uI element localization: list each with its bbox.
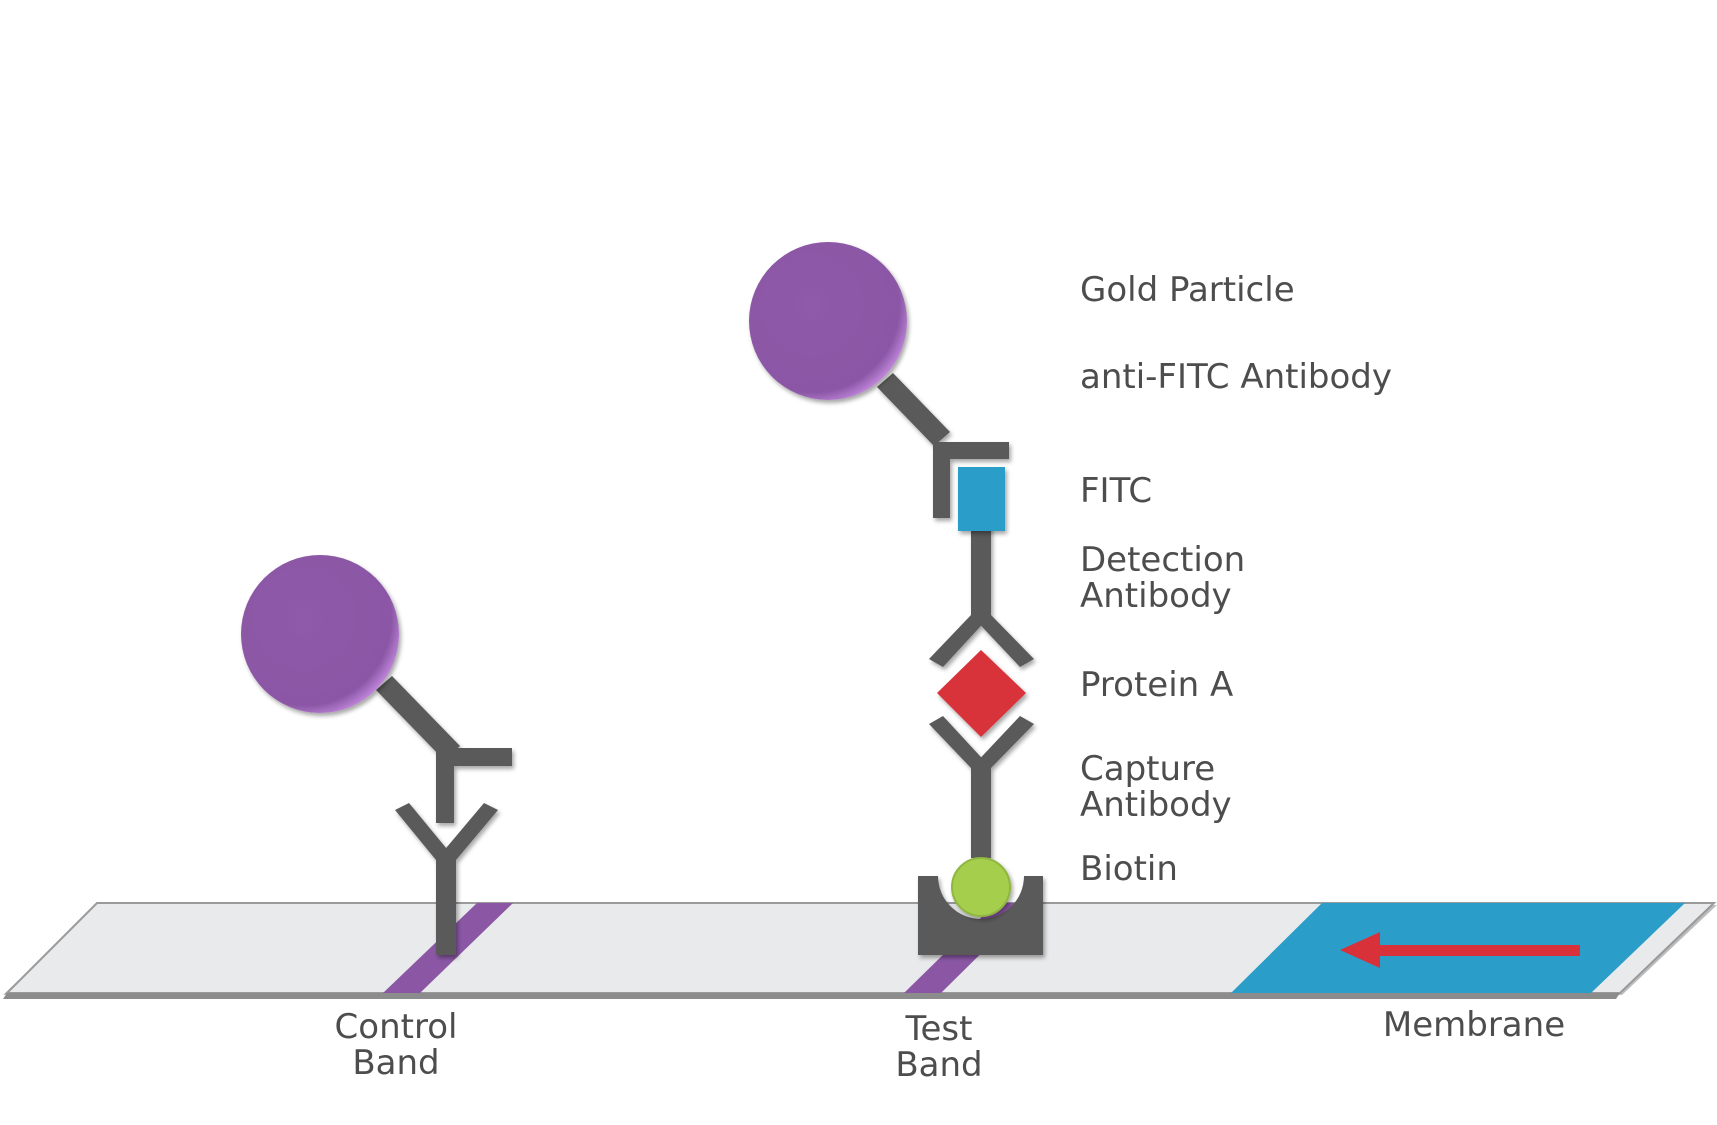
test-band-label: Test Band: [895, 1009, 983, 1085]
control-band-label: Control Band: [334, 1007, 458, 1083]
test-band-label-line2: Band: [895, 1044, 983, 1085]
biotin-icon: [951, 857, 1011, 917]
detection-antibody-label-line2: Antibody: [1080, 575, 1232, 616]
control-gold-particle: [241, 555, 399, 713]
protein-a-icon: [937, 650, 1026, 737]
capture-antibody: [929, 716, 1034, 858]
membrane-label: Membrane: [1382, 1005, 1566, 1045]
test-gold-particle: [749, 242, 907, 400]
detection-antibody: [929, 525, 1034, 667]
capture-antibody-label-line1: Capture: [1080, 749, 1216, 789]
flow-arrow-icon: [1340, 932, 1580, 968]
control-capture-antibody: [395, 803, 498, 955]
test-gold-conjugate: [749, 242, 1009, 518]
fitc-icon: [958, 467, 1005, 531]
test-band-label-line1: Test: [905, 1009, 973, 1049]
streptavidin-cup: [918, 876, 1043, 955]
control-band-label-line1: Control: [334, 1007, 458, 1047]
control-band-label-line2: Band: [352, 1042, 440, 1083]
control-gold-conjugate: [241, 555, 512, 823]
biotin-label: Biotin: [1080, 849, 1178, 889]
detection-antibody-label: Detection Antibody: [1080, 540, 1246, 616]
anti-fitc-antibody-label: anti-FITC Antibody: [1080, 357, 1393, 397]
detection-antibody-label-line1: Detection: [1080, 540, 1246, 580]
fitc-label: FITC: [1080, 471, 1153, 511]
capture-antibody-label: Capture Antibody: [1080, 749, 1232, 825]
capture-antibody-label-line2: Antibody: [1080, 784, 1232, 825]
protein-a-label: Protein A: [1080, 665, 1234, 705]
gold-particle-label: Gold Particle: [1080, 270, 1295, 310]
